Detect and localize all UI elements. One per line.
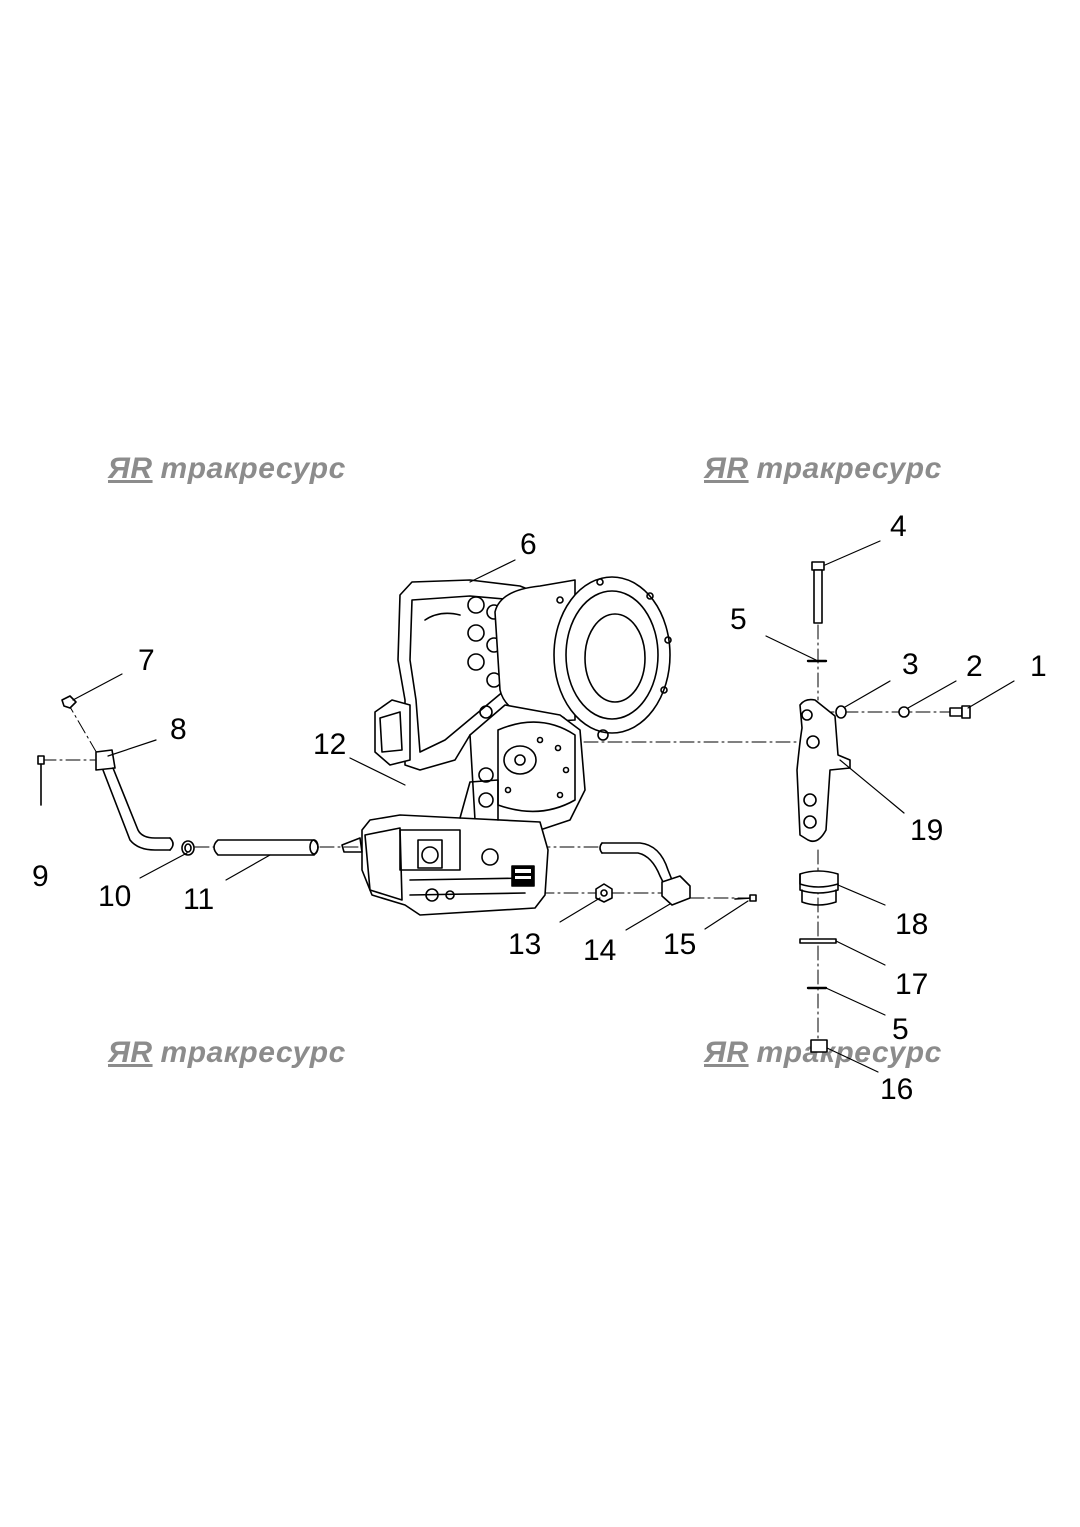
bolt-1	[949, 705, 971, 719]
callout-4: 4	[890, 510, 907, 543]
clamp-7	[61, 695, 77, 709]
callout-6: 6	[520, 528, 537, 561]
callout-11: 11	[183, 883, 215, 916]
rubber-mount	[799, 870, 839, 906]
watermark-text: тракресурс	[756, 1036, 942, 1069]
callout-7: 7	[138, 644, 155, 677]
pipe-14	[599, 842, 691, 906]
bolt-15	[734, 894, 757, 902]
pipe-8	[95, 749, 174, 851]
callout-2: 2	[966, 650, 983, 683]
callout-17: 17	[895, 968, 929, 1001]
bolt-4	[811, 561, 825, 624]
leader-lines	[72, 540, 1015, 1073]
callout-1: 1	[1030, 650, 1047, 683]
callout-5-bottom: 5	[892, 1013, 909, 1046]
hose-clamp-10	[181, 840, 195, 856]
watermark-text: тракресурс	[756, 452, 942, 485]
callout-18: 18	[895, 908, 929, 941]
callout-8: 8	[170, 713, 187, 746]
callout-3: 3	[902, 648, 919, 681]
lock-washer-2	[898, 706, 910, 718]
washer-17	[799, 938, 837, 944]
callout-13: 13	[508, 928, 542, 961]
hose-11	[213, 839, 319, 856]
mounting-bracket	[796, 698, 851, 843]
callout-14: 14	[583, 934, 617, 967]
nut-16	[810, 1039, 828, 1053]
watermark-logo: ЯR	[108, 452, 153, 485]
watermark-logo: ЯR	[108, 1036, 153, 1069]
bolt-9	[37, 755, 45, 806]
callout-5-top: 5	[730, 603, 747, 636]
callout-19: 19	[910, 814, 944, 847]
callout-15: 15	[663, 928, 697, 961]
callout-10: 10	[98, 880, 132, 913]
watermark-logo: ЯR	[704, 452, 749, 485]
callout-9: 9	[32, 860, 49, 893]
watermark-logo: ЯR	[704, 1036, 749, 1069]
watermark-text: тракресурс	[160, 1036, 346, 1069]
transmission-housing	[341, 576, 672, 916]
watermark-text: тракресурс	[160, 452, 346, 485]
washer-3	[835, 705, 847, 719]
callout-16: 16	[880, 1073, 914, 1106]
callout-12: 12	[313, 728, 347, 761]
